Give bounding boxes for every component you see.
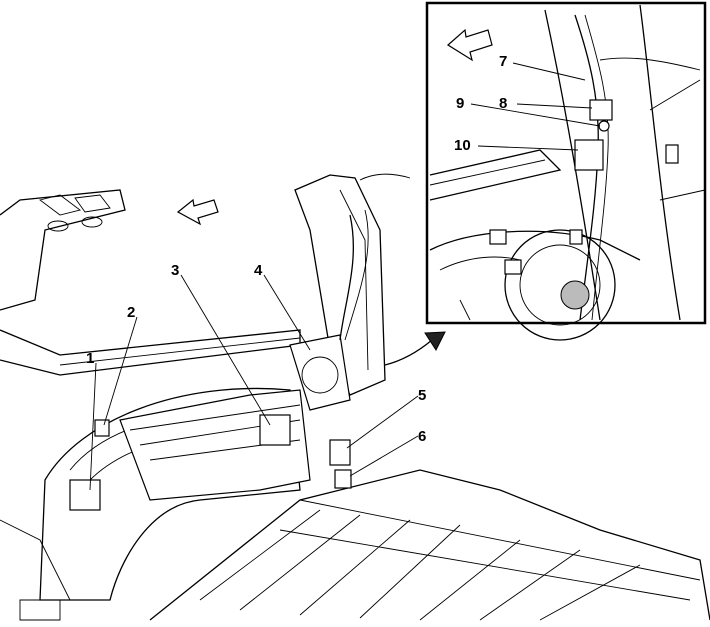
inset-forward-arrow-icon	[446, 28, 493, 62]
callout-7: 7	[499, 53, 507, 70]
callout-6: 6	[418, 428, 426, 445]
zoom-pointer-arrow-icon	[424, 331, 446, 352]
leader-lines	[89, 62, 601, 491]
callout-8: 8	[499, 95, 507, 112]
part-5	[329, 439, 351, 466]
callout-3: 3	[171, 262, 179, 279]
forward-arrow-icon	[176, 198, 219, 226]
callout-1: 1	[86, 350, 94, 367]
module-8	[589, 99, 613, 121]
callout-9: 9	[456, 95, 464, 112]
actuator-3	[259, 414, 291, 446]
main-view	[0, 173, 710, 621]
module-10	[574, 139, 604, 171]
callout-4: 4	[254, 262, 263, 279]
blower-4	[289, 334, 351, 411]
actuator-1	[69, 479, 101, 511]
fastener-9	[598, 120, 610, 132]
part-6	[334, 469, 352, 489]
sensor-2	[94, 419, 110, 437]
callout-2: 2	[127, 304, 135, 321]
callout-10: 10	[454, 137, 471, 154]
detail-inset	[425, 1, 707, 341]
callout-5: 5	[418, 387, 426, 404]
